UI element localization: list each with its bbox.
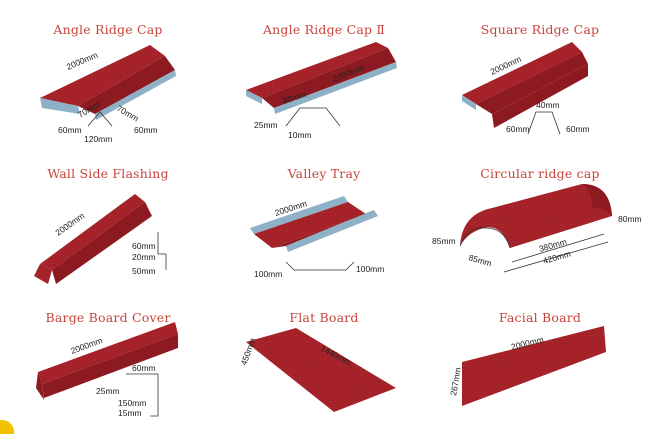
- flat-board-figure: 450mm 1440mm: [238, 328, 396, 412]
- item-facial-board: Facial Board 2000mm 267mm: [432, 288, 648, 432]
- dim-c: 10mm: [288, 130, 312, 140]
- angle-ridge-cap-figure: 2000mm 70mm 70mm 60mm 60mm 120mm: [40, 45, 176, 144]
- dim-c: 50mm: [132, 266, 156, 276]
- item-barge-board-cover: Barge Board Cover 2000mm 60mm 25mm 150mm…: [0, 288, 216, 432]
- dim-a: 60mm: [132, 241, 156, 251]
- barge-board-cover-figure: 2000mm 60mm 25mm 150mm 15mm: [36, 322, 178, 418]
- dim-b: 85mm: [432, 236, 456, 246]
- valley-tray-figure: 2000mm 100mm 100mm: [250, 196, 384, 279]
- item-title: Barge Board Cover: [45, 310, 171, 325]
- item-title: Angle Ridge Cap: [53, 22, 163, 37]
- item-title: Angle Ridge Cap Ⅱ: [262, 22, 386, 37]
- angle-ridge-cap-2-figure: 2000mm 80mm 25mm 10mm: [246, 42, 397, 140]
- dim-b: 25mm: [254, 120, 278, 130]
- dim-length: 2000mm: [65, 50, 99, 72]
- dim-a: 40mm: [536, 100, 560, 110]
- dim-e: 120mm: [84, 134, 112, 144]
- item-title: Circular ridge cap: [480, 166, 600, 181]
- item-title: Flat Board: [289, 310, 359, 325]
- dim-b: 100mm: [356, 264, 384, 274]
- dim-c: 150mm: [118, 398, 146, 408]
- dim-a: 80mm: [618, 214, 642, 224]
- item-flat-board: Flat Board 450mm 1440mm: [216, 288, 432, 432]
- corner-badge: [0, 420, 14, 434]
- dim-b: 20mm: [132, 252, 156, 262]
- item-valley-tray: Valley Tray 2000mm 100mm 100mm: [216, 144, 432, 288]
- item-title: Wall Side Flashing: [47, 166, 169, 181]
- dim-c: 60mm: [566, 124, 590, 134]
- wall-side-flashing-figure: 2000mm 60mm 20mm 50mm: [34, 194, 167, 284]
- item-title: Square Ridge Cap: [480, 22, 600, 37]
- dim-a: 60mm: [132, 363, 156, 373]
- dim-d: 15mm: [118, 408, 142, 418]
- item-title: Valley Tray: [287, 166, 361, 181]
- dim-d: 85mm: [467, 252, 492, 268]
- dim-d: 60mm: [134, 125, 158, 135]
- item-square-ridge-cap: Square Ridge Cap 2000mm 40mm 60mm 60mm: [432, 0, 648, 144]
- facial-board-figure: 2000mm 267mm: [448, 326, 606, 406]
- circular-ridge-cap-figure: 80mm 85mm 380mm 85mm 420mm: [432, 184, 642, 273]
- item-wall-side-flashing: Wall Side Flashing 2000mm 60mm 20mm 50mm: [0, 144, 216, 288]
- dim-b: 25mm: [96, 386, 120, 396]
- dim-b: 70mm: [115, 103, 140, 123]
- square-ridge-cap-figure: 2000mm 40mm 60mm 60mm: [462, 42, 590, 135]
- item-angle-ridge-cap-2: Angle Ridge Cap Ⅱ 2000mm 80mm 25mm 10mm: [216, 0, 432, 144]
- dim-a: 100mm: [254, 269, 282, 279]
- item-title: Facial Board: [498, 310, 582, 325]
- item-angle-ridge-cap: Angle Ridge Cap 2000mm 70mm 70mm 60mm 60…: [0, 0, 216, 144]
- dim-b: 267mm: [448, 367, 463, 397]
- item-circular-ridge-cap: Circular ridge cap 80mm 85mm 380mm 85mm …: [432, 144, 648, 288]
- dim-c: 60mm: [58, 125, 82, 135]
- dim-b: 60mm: [506, 124, 530, 134]
- dim-a: 450mm: [238, 337, 257, 367]
